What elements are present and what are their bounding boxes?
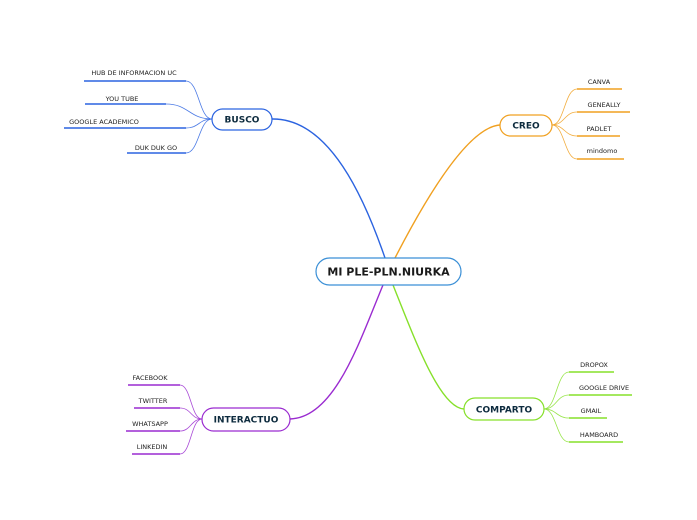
interactuo-leaf-1[interactable]: FACEBOOK bbox=[133, 374, 169, 382]
comparto-leaf-2[interactable]: GOOGLE DRIVE bbox=[579, 384, 629, 392]
creo-main-connector bbox=[394, 124, 501, 259]
interactuo-leaf-connector-4 bbox=[179, 418, 203, 455]
interactuo-leaves: FACEBOOK TWITTER WHATSAPP LINKEDIN bbox=[132, 374, 168, 451]
interactuo-leaf-connector-3 bbox=[179, 418, 203, 432]
comparto-main-connector bbox=[392, 284, 465, 410]
creo-leaf-1[interactable]: CANVA bbox=[588, 78, 611, 86]
comparto-leaves: DROPOX GOOGLE DRIVE GMAIL HAMBOARD bbox=[579, 361, 629, 439]
busco-leaf-connector-2 bbox=[165, 103, 213, 120]
creo-leaf-connector-1 bbox=[551, 88, 578, 126]
interactuo-leaf-2[interactable]: TWITTER bbox=[138, 397, 168, 405]
busco-leaf-1[interactable]: HUB DE INFORMACION UC bbox=[91, 69, 177, 77]
busco-leaf-connector-1 bbox=[185, 80, 213, 120]
branch-comparto[interactable]: COMPARTO DROPOX GOOGLE DRIVE GMAIL HAMBO… bbox=[463, 361, 629, 439]
creo-node-label: CREO bbox=[512, 122, 540, 132]
busco-node-label: BUSCO bbox=[225, 116, 260, 126]
comparto-node-label: COMPARTO bbox=[476, 406, 533, 416]
comparto-leaf-1[interactable]: DROPOX bbox=[580, 361, 608, 369]
creo-leaf-connector-2 bbox=[551, 111, 578, 126]
interactuo-main-connector bbox=[289, 284, 384, 420]
interactuo-leaf-connector-1 bbox=[179, 384, 203, 420]
comparto-node-box[interactable] bbox=[463, 397, 545, 421]
busco-leaf-2[interactable]: YOU TUBE bbox=[105, 95, 139, 103]
comparto-leaf-connector-2 bbox=[543, 394, 570, 410]
busco-node-box[interactable] bbox=[211, 108, 273, 131]
interactuo-node-box[interactable] bbox=[201, 407, 291, 432]
central-node-box[interactable] bbox=[315, 257, 462, 286]
busco-leaf-4[interactable]: DUK DUK GO bbox=[135, 144, 177, 152]
comparto-leaf-connector-4 bbox=[543, 408, 570, 443]
creo-leaf-2[interactable]: GENEALLY bbox=[588, 101, 621, 109]
interactuo-leaf-connector-2 bbox=[179, 407, 203, 420]
creo-leaf-3[interactable]: PADLET bbox=[587, 125, 612, 133]
busco-leaves: HUB DE INFORMACION UC YOU TUBE GOOGLE AC… bbox=[69, 69, 177, 152]
interactuo-leaf-4[interactable]: LINKEDIN bbox=[137, 443, 168, 451]
creo-leaves: CANVA GENEALLY PADLET mindomo bbox=[587, 78, 621, 155]
comparto-leaf-4[interactable]: HAMBOARD bbox=[580, 431, 618, 439]
branch-creo[interactable]: CREO CANVA GENEALLY PADLET mindomo bbox=[499, 78, 621, 155]
central-node[interactable]: MI PLE-PLN.NIURKA bbox=[315, 257, 462, 286]
interactuo-leaf-3[interactable]: WHATSAPP bbox=[132, 420, 168, 428]
interactuo-node-label: INTERACTUO bbox=[214, 416, 279, 426]
branch-interactuo[interactable]: INTERACTUO FACEBOOK TWITTER WHATSAPP LIN… bbox=[132, 374, 291, 451]
comparto-leaf-3[interactable]: GMAIL bbox=[581, 407, 602, 415]
creo-leaf-4[interactable]: mindomo bbox=[587, 147, 618, 155]
busco-leaf-3[interactable]: GOOGLE ACADEMICO bbox=[69, 118, 139, 126]
comparto-leaf-connector-1 bbox=[543, 371, 570, 410]
creo-node-box[interactable] bbox=[499, 114, 553, 137]
branch-busco[interactable]: BUSCO HUB DE INFORMACION UC YOU TUBE GOO… bbox=[69, 69, 273, 152]
branch-connectors bbox=[64, 80, 632, 455]
busco-main-connector bbox=[271, 118, 386, 259]
busco-leaf-connector-4 bbox=[185, 118, 213, 154]
creo-leaf-connector-4 bbox=[551, 124, 578, 160]
central-node-label: MI PLE-PLN.NIURKA bbox=[327, 266, 450, 279]
